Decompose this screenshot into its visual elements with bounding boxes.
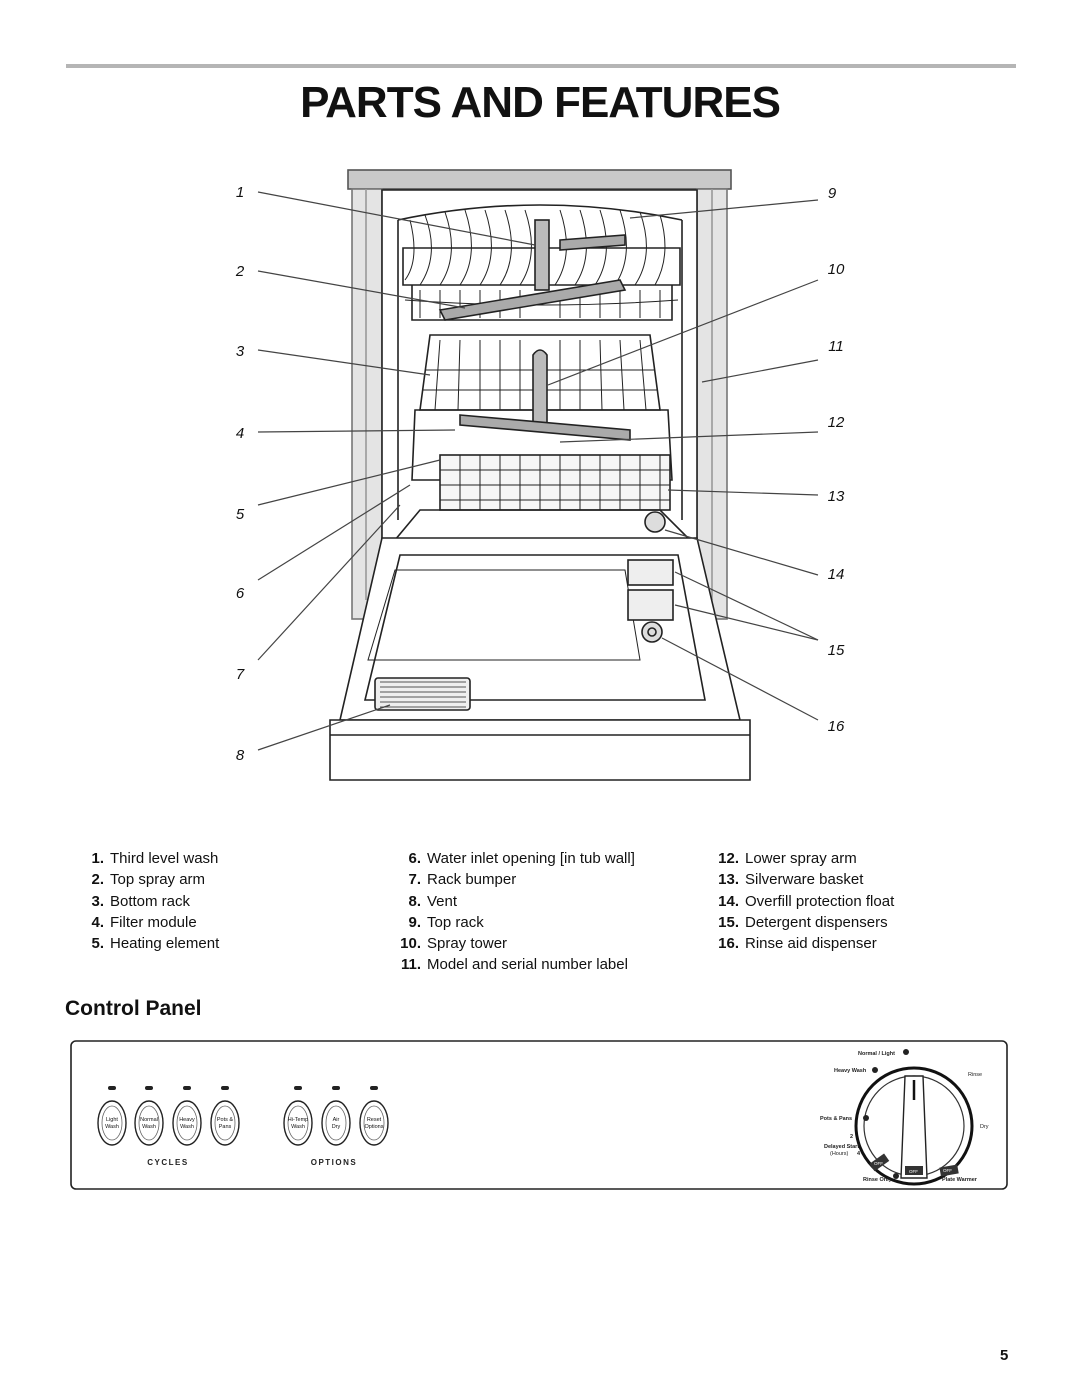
indicator-light	[145, 1086, 153, 1090]
air-dry-button[interactable]: Air Dry	[321, 1100, 351, 1146]
heavy-wash-button[interactable]: Heavy Wash	[172, 1100, 202, 1146]
callout-4: 4	[236, 425, 244, 442]
legend-item: 1.Third level wash	[91, 850, 219, 867]
button-label: Pans	[219, 1124, 232, 1130]
cycles-label: CYCLES	[147, 1158, 188, 1167]
normal-wash-button[interactable]: Normal Wash	[134, 1100, 164, 1146]
dial-label-delay-2: 2	[850, 1134, 853, 1140]
callout-1: 1	[236, 184, 244, 201]
legend-item: 13.Silverware basket	[718, 871, 864, 889]
control-panel: Light Wash Normal Wash Heavy Wash Pots &…	[70, 1040, 1008, 1190]
indicator-light	[183, 1086, 191, 1090]
callout-13: 13	[828, 488, 845, 505]
indicator-light	[370, 1086, 378, 1090]
legend-item: 14.Overfill protection float	[718, 892, 895, 910]
button-label: Wash	[291, 1124, 305, 1130]
dial-label-delay-4: 4	[857, 1151, 861, 1157]
legend-item: 9.Top rack	[408, 913, 484, 931]
section-title: Control Panel	[65, 997, 202, 1020]
button-label: Dry	[332, 1124, 341, 1130]
button-label: Pots &	[217, 1117, 234, 1123]
callout-15: 15	[828, 642, 845, 659]
dishwasher-diagram: 1 2 3 4 5 6 7 8 9 10 11 12 13 14 15 16	[235, 169, 845, 781]
button-label: Air	[333, 1117, 340, 1123]
button-label: Heavy	[179, 1117, 195, 1123]
dial-knob[interactable]	[900, 1075, 928, 1179]
callout-14: 14	[828, 566, 845, 583]
light-wash-button[interactable]: Light Wash	[97, 1100, 127, 1146]
legend-item: 8.Vent	[408, 892, 458, 910]
legend-item: 10.Spray tower	[400, 935, 508, 953]
button-label: Reset	[367, 1117, 382, 1123]
callout-10: 10	[828, 261, 845, 278]
callout-5: 5	[236, 506, 245, 523]
options-label: OPTIONS	[311, 1158, 358, 1167]
button-label: Options	[365, 1124, 384, 1130]
dial-label-off-bottom: OFF	[909, 1169, 918, 1174]
callout-16: 16	[828, 718, 845, 735]
button-label: Normal	[140, 1117, 158, 1123]
callout-6: 6	[236, 585, 245, 602]
legend-item: 12.Lower spray arm	[718, 850, 857, 867]
dial-label-off-left: OFF	[874, 1161, 883, 1166]
dial-label-pots-pans: Pots & Pans	[820, 1116, 852, 1122]
button-label: Light	[106, 1117, 118, 1123]
page-number: 5	[1000, 1347, 1009, 1364]
legend-item: 11.Model and serial number label	[400, 956, 628, 974]
legend-column-3: 12.Lower spray arm 13.Silverware basket …	[707, 850, 894, 956]
indicator-light	[332, 1086, 340, 1090]
button-label: Wash	[180, 1124, 194, 1130]
callout-12: 12	[828, 414, 845, 431]
dial-label-delayed-start: Delayed Start	[824, 1144, 859, 1150]
legend-column-1: 1.Third level wash 2.Top spray arm 3.Bot…	[80, 850, 219, 956]
dial-label-dry: Dry	[980, 1124, 989, 1130]
callout-3: 3	[236, 343, 245, 360]
legend-item: 6.Water inlet opening [in tub wall]	[408, 850, 635, 867]
dial-label-rinse-only: Rinse Only	[863, 1177, 893, 1183]
page-title: Parts and Features	[300, 78, 781, 127]
button-label: Hi-Temp	[288, 1117, 308, 1123]
button-label: Wash	[105, 1124, 119, 1130]
legend-item: 3.Bottom rack	[91, 892, 191, 910]
indicator-light	[221, 1086, 229, 1090]
indicator-light	[108, 1086, 116, 1090]
callout-11: 11	[828, 338, 844, 355]
legend-item: 7.Rack bumper	[408, 871, 517, 889]
dial-label-hours: (Hours)	[830, 1151, 849, 1157]
legend-item: 2.Top spray arm	[91, 871, 206, 889]
legend-item: 4.Filter module	[91, 913, 197, 931]
legend-item: 16.Rinse aid dispenser	[718, 935, 877, 953]
indicator-light	[294, 1086, 302, 1090]
header-rule	[66, 64, 1016, 68]
dial-label-heavy-wash: Heavy Wash	[834, 1068, 867, 1074]
legend-item: 15.Detergent dispensers	[718, 913, 888, 931]
callout-9: 9	[828, 185, 837, 202]
callout-2: 2	[235, 263, 245, 280]
dial-label-off-right: OFF	[943, 1168, 952, 1173]
pots-pans-button[interactable]: Pots & Pans	[210, 1100, 240, 1146]
dial-label-plate-warmer: Plate Warmer	[942, 1177, 978, 1183]
hi-temp-wash-button[interactable]: Hi-Temp Wash	[283, 1100, 313, 1146]
legend-column-2: 6.Water inlet opening [in tub wall] 7.Ra…	[396, 850, 635, 978]
legend-item: 5.Heating element	[91, 935, 220, 953]
dial-label-rinse: Rinse	[968, 1072, 982, 1078]
callout-8: 8	[236, 747, 245, 764]
button-label: Wash	[142, 1124, 156, 1130]
dial-label-normal-light: Normal / Light	[858, 1051, 895, 1057]
reset-options-button[interactable]: Reset Options	[359, 1100, 389, 1146]
cycle-dial[interactable]	[854, 1049, 974, 1186]
callout-7: 7	[236, 666, 245, 683]
